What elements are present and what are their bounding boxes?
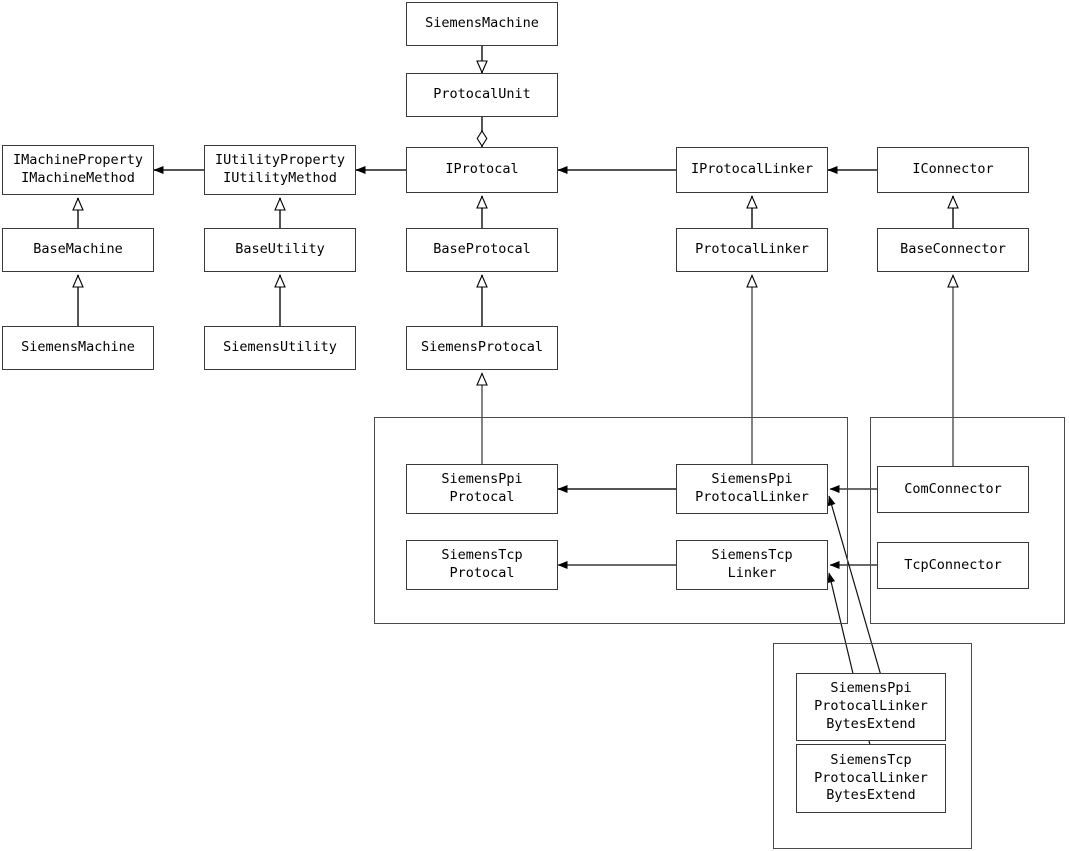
class-box-iprotocal-linker[interactable]: IProtocalLinker [676,147,828,193]
class-box-base-protocal[interactable]: BaseProtocal [406,228,558,272]
class-box-siemens-machine-top[interactable]: SiemensMachine [406,2,558,46]
class-box-imachine-property-method[interactable]: IMachineProperty IMachineMethod [2,145,154,195]
class-box-siemens-protocal[interactable]: SiemensProtocal [406,326,558,370]
class-box-siemens-ppi-protocal-linker[interactable]: SiemensPpi ProtocalLinker [676,464,828,514]
group-connector [870,417,1065,624]
class-box-iconnector[interactable]: IConnector [877,147,1029,193]
class-box-siemens-ppi-protocal-linker-bytes-extend[interactable]: SiemensPpi ProtocalLinker BytesExtend [796,673,946,741]
class-box-siemens-ppi-protocal[interactable]: SiemensPpi Protocal [406,464,558,514]
class-box-protocal-unit[interactable]: ProtocalUnit [406,73,558,117]
class-box-base-connector[interactable]: BaseConnector [877,228,1029,272]
class-box-siemens-tcp-protocal[interactable]: SiemensTcp Protocal [406,540,558,590]
class-box-siemens-tcp-linker[interactable]: SiemensTcp Linker [676,540,828,590]
class-box-base-machine[interactable]: BaseMachine [2,228,154,272]
class-box-iutility-property-method[interactable]: IUtilityProperty IUtilityMethod [204,145,356,195]
class-box-siemens-utility[interactable]: SiemensUtility [204,326,356,370]
class-box-siemens-tcp-protocal-linker-bytes-extend[interactable]: SiemensTcp ProtocalLinker BytesExtend [796,744,946,813]
group-protocal-linker [374,417,848,624]
class-box-iprotocal[interactable]: IProtocal [406,147,558,193]
class-box-siemens-machine[interactable]: SiemensMachine [2,326,154,370]
class-box-tcp-connector[interactable]: TcpConnector [877,542,1029,589]
class-box-base-utility[interactable]: BaseUtility [204,228,356,272]
class-box-protocal-linker[interactable]: ProtocalLinker [676,228,828,272]
class-box-com-connector[interactable]: ComConnector [877,466,1029,513]
